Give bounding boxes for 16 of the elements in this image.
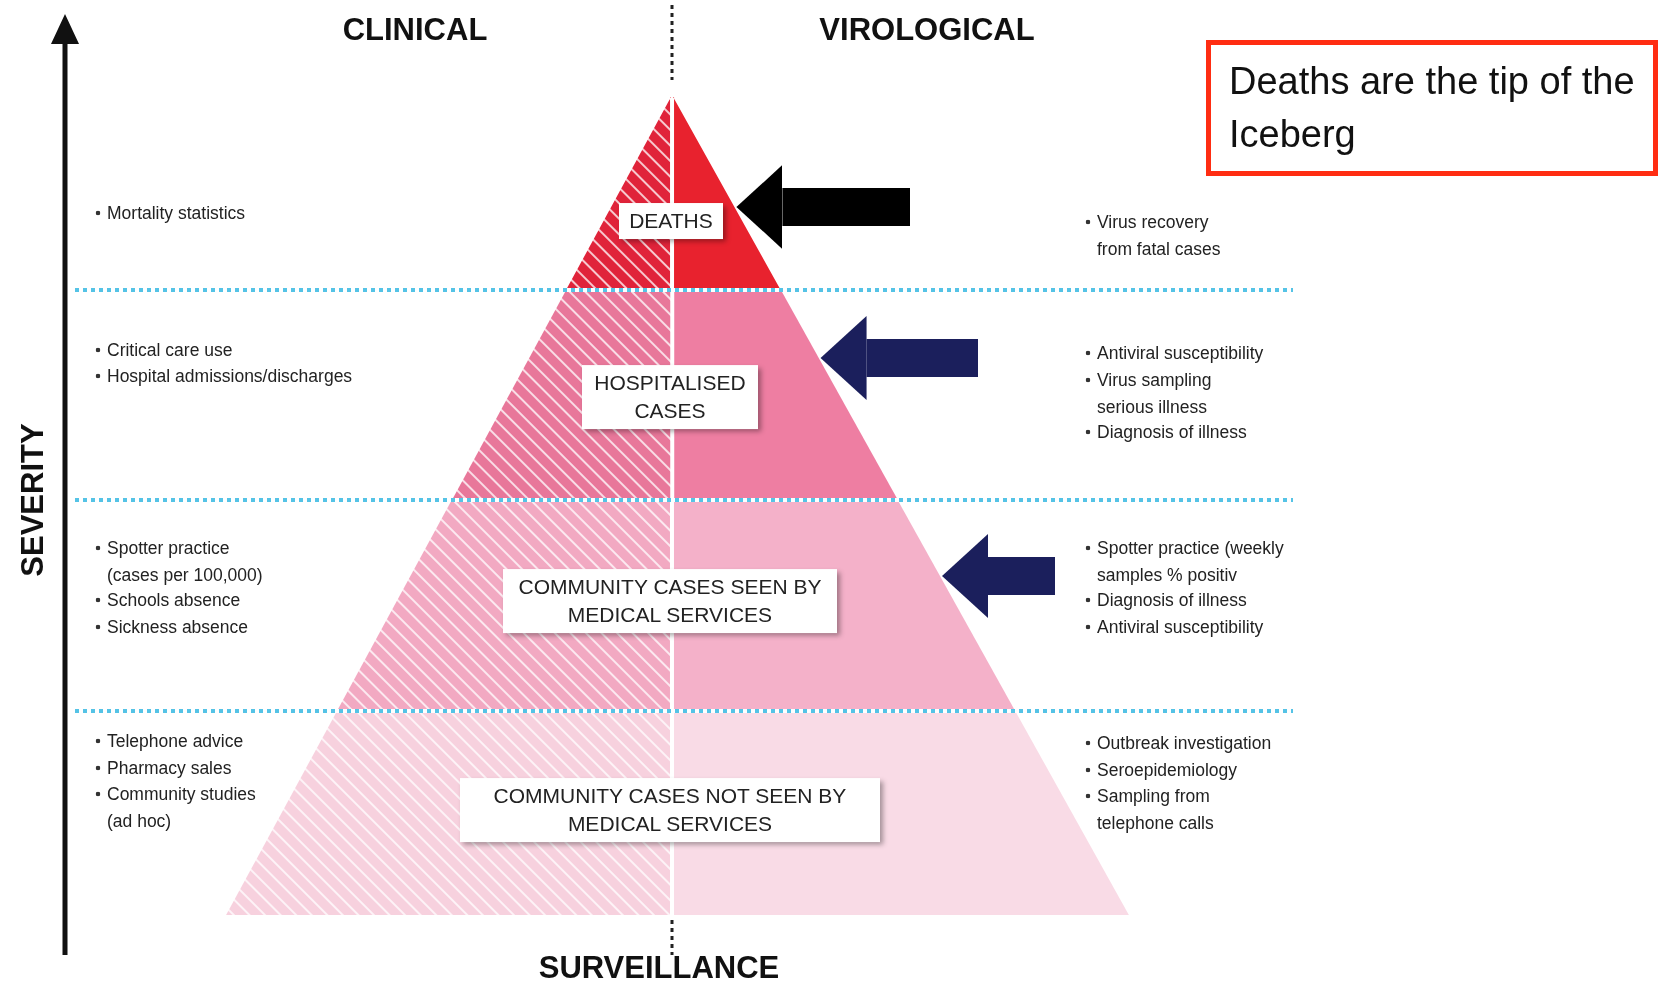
tier-label: COMMUNITY CASES SEEN BY MEDICAL SERVICES <box>503 569 837 633</box>
tier-label: COMMUNITY CASES NOT SEEN BY MEDICAL SERVICES <box>460 778 880 842</box>
column-heading: VIROLOGICAL <box>819 12 1035 48</box>
column-heading: SURVEILLANCE <box>538 950 780 986</box>
tier-label: DEATHS <box>619 203 723 239</box>
tier-label: HOSPITALISED CASES <box>582 365 758 429</box>
callout-box <box>1206 40 1658 176</box>
pyramid-tier <box>451 290 898 500</box>
axis-title: SEVERITY <box>15 423 51 577</box>
pyramid-tier <box>565 95 781 290</box>
block-arrow <box>736 165 910 249</box>
block-arrow <box>820 316 978 400</box>
pyramid-tier <box>337 500 1016 711</box>
block-arrow <box>942 534 1055 618</box>
callout-text: Deaths are the tip of the Iceberg <box>1229 60 1635 156</box>
column-heading: CLINICAL <box>342 12 488 48</box>
